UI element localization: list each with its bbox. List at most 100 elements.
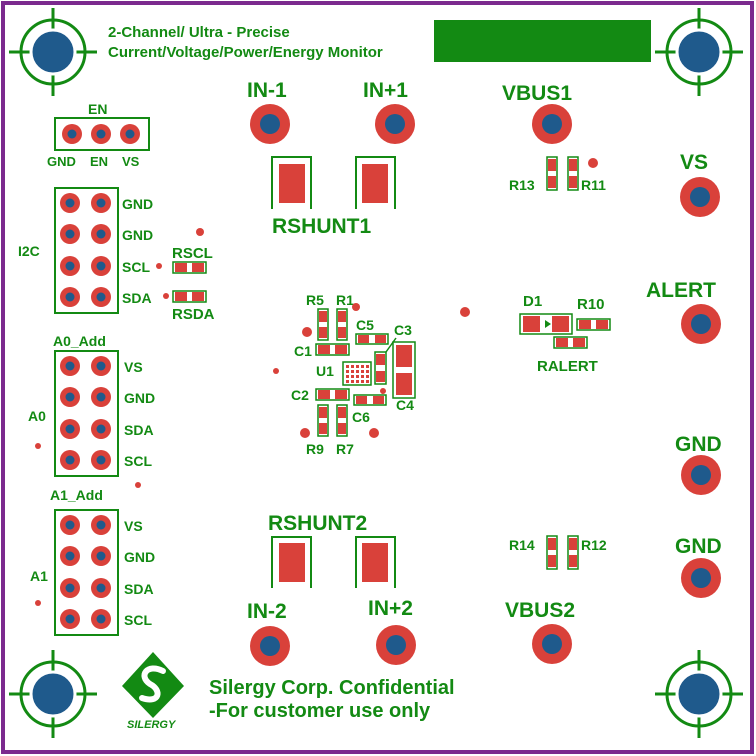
terminal-gnd-2 <box>681 558 721 598</box>
c3-leader-line <box>385 337 397 353</box>
a0-header-outline <box>54 350 119 477</box>
i2c-pin-label-2: GND <box>122 227 153 243</box>
i2c-pin-label-3: SCL <box>122 259 150 275</box>
c5-label: C5 <box>356 317 374 333</box>
terminal-vs <box>680 177 720 217</box>
a0-pin-label-4: SCL <box>124 453 152 469</box>
u1-label: U1 <box>316 363 334 379</box>
terminal-label-vbus2: VBUS2 <box>505 599 575 622</box>
a1-header-pins <box>60 515 111 629</box>
r5-r1-resistors <box>317 308 348 341</box>
r10-resistor <box>576 318 611 331</box>
silergy-logo-text: SILERGY <box>127 719 177 731</box>
terminal-label-gnd-2: GND <box>675 535 722 558</box>
rscl-label: RSCL <box>172 245 213 262</box>
board-title-line2: Current/Voltage/Power/Energy Monitor <box>108 44 383 61</box>
c3-label: C3 <box>394 322 412 338</box>
c5-capacitor <box>355 333 389 345</box>
r1-label: R1 <box>336 292 354 308</box>
a1-pin-label-3: SDA <box>124 581 154 597</box>
a1-header-outline <box>54 509 119 636</box>
terminal-in-minus-2 <box>250 626 290 666</box>
terminal-label-in-plus-1: IN+1 <box>363 79 408 102</box>
c2-capacitor <box>315 388 350 401</box>
via <box>196 228 204 236</box>
silergy-logo: SILERGY <box>122 652 184 731</box>
en-header-title: EN <box>88 101 107 117</box>
rsda-resistor <box>172 290 207 303</box>
rshunt1-label: RSHUNT1 <box>272 215 371 238</box>
terminal-label-in-plus-2: IN+2 <box>368 597 413 620</box>
c3-capacitor <box>374 351 387 385</box>
en-header-pins <box>62 124 140 144</box>
c6-label: C6 <box>352 409 370 425</box>
terminal-label-vbus1: VBUS1 <box>502 82 572 105</box>
c1-capacitor <box>315 343 350 356</box>
c4-label: C4 <box>396 397 414 413</box>
r14-r12-resistors <box>546 535 579 570</box>
terminal-label-in-minus-1: IN-1 <box>247 79 287 102</box>
c1-label: C1 <box>294 343 312 359</box>
rscl-resistor <box>172 261 207 274</box>
d1-label: D1 <box>523 293 542 310</box>
i2c-pin-label-4: SDA <box>122 290 152 306</box>
via <box>302 327 312 337</box>
terminal-alert <box>681 304 721 344</box>
confidential-line1: Silergy Corp. Confidential <box>209 677 455 699</box>
a0-pin-label-1: VS <box>124 359 143 375</box>
a0-pin-label-3: SDA <box>124 422 154 438</box>
center-vias <box>273 307 470 438</box>
mounting-hole-top-right <box>655 8 743 96</box>
mounting-hole-top-left <box>9 8 97 96</box>
terminal-in-plus-2 <box>376 625 416 665</box>
rsda-label: RSDA <box>172 306 215 323</box>
via <box>588 158 598 168</box>
i2c-header-title: I2C <box>18 243 40 259</box>
mounting-hole-bottom-right <box>655 650 743 738</box>
r9-r7-resistors <box>317 404 348 437</box>
a1-header-title: A1_Add <box>50 487 103 503</box>
r5-label: R5 <box>306 292 324 308</box>
r10-label: R10 <box>577 296 605 313</box>
r12-label: R12 <box>581 537 607 553</box>
d1-diode <box>519 313 573 335</box>
mounting-hole-bottom-left <box>9 650 97 738</box>
r11-label: R11 <box>581 177 606 193</box>
a1-pin-label-1: VS <box>124 518 143 534</box>
silkscreen-label-block <box>434 20 651 62</box>
terminal-gnd-1 <box>681 455 721 495</box>
a0-side-label: A0 <box>28 408 46 424</box>
ralert-label: RALERT <box>537 358 598 375</box>
r14-label: R14 <box>509 537 535 553</box>
c4-capacitor <box>392 341 416 399</box>
i2c-pin-label-1: GND <box>122 196 153 212</box>
en-pin-label-vs: VS <box>122 154 140 169</box>
terminal-in-minus-1 <box>250 104 290 144</box>
confidential-line2: -For customer use only <box>209 700 431 722</box>
ralert-resistor <box>553 336 588 349</box>
rshunt1-resistor <box>271 156 396 209</box>
c6-capacitor <box>353 394 387 406</box>
a0-header-pins <box>60 356 111 470</box>
board-title-line1: 2-Channel/ Ultra - Precise <box>108 24 290 41</box>
en-pin-label-en: EN <box>90 154 108 169</box>
a1-pin-label-4: SCL <box>124 612 152 628</box>
en-header-outline <box>54 117 150 151</box>
terminal-vbus1 <box>532 104 572 144</box>
r13-r11-resistors <box>546 156 579 191</box>
header-vias <box>35 263 169 606</box>
terminal-label-gnd-1: GND <box>675 433 722 456</box>
terminal-label-alert: ALERT <box>646 279 716 302</box>
rshunt2-resistor <box>271 536 396 588</box>
via <box>352 303 360 311</box>
a0-header-title: A0_Add <box>53 333 106 349</box>
terminal-vbus2 <box>532 624 572 664</box>
r9-label: R9 <box>306 441 324 457</box>
a1-side-label: A1 <box>30 568 48 584</box>
r7-label: R7 <box>336 441 354 457</box>
u1-chip <box>342 361 372 386</box>
c2-label: C2 <box>291 387 309 403</box>
a1-pin-label-2: GND <box>124 549 155 565</box>
i2c-header-pins <box>60 193 111 307</box>
